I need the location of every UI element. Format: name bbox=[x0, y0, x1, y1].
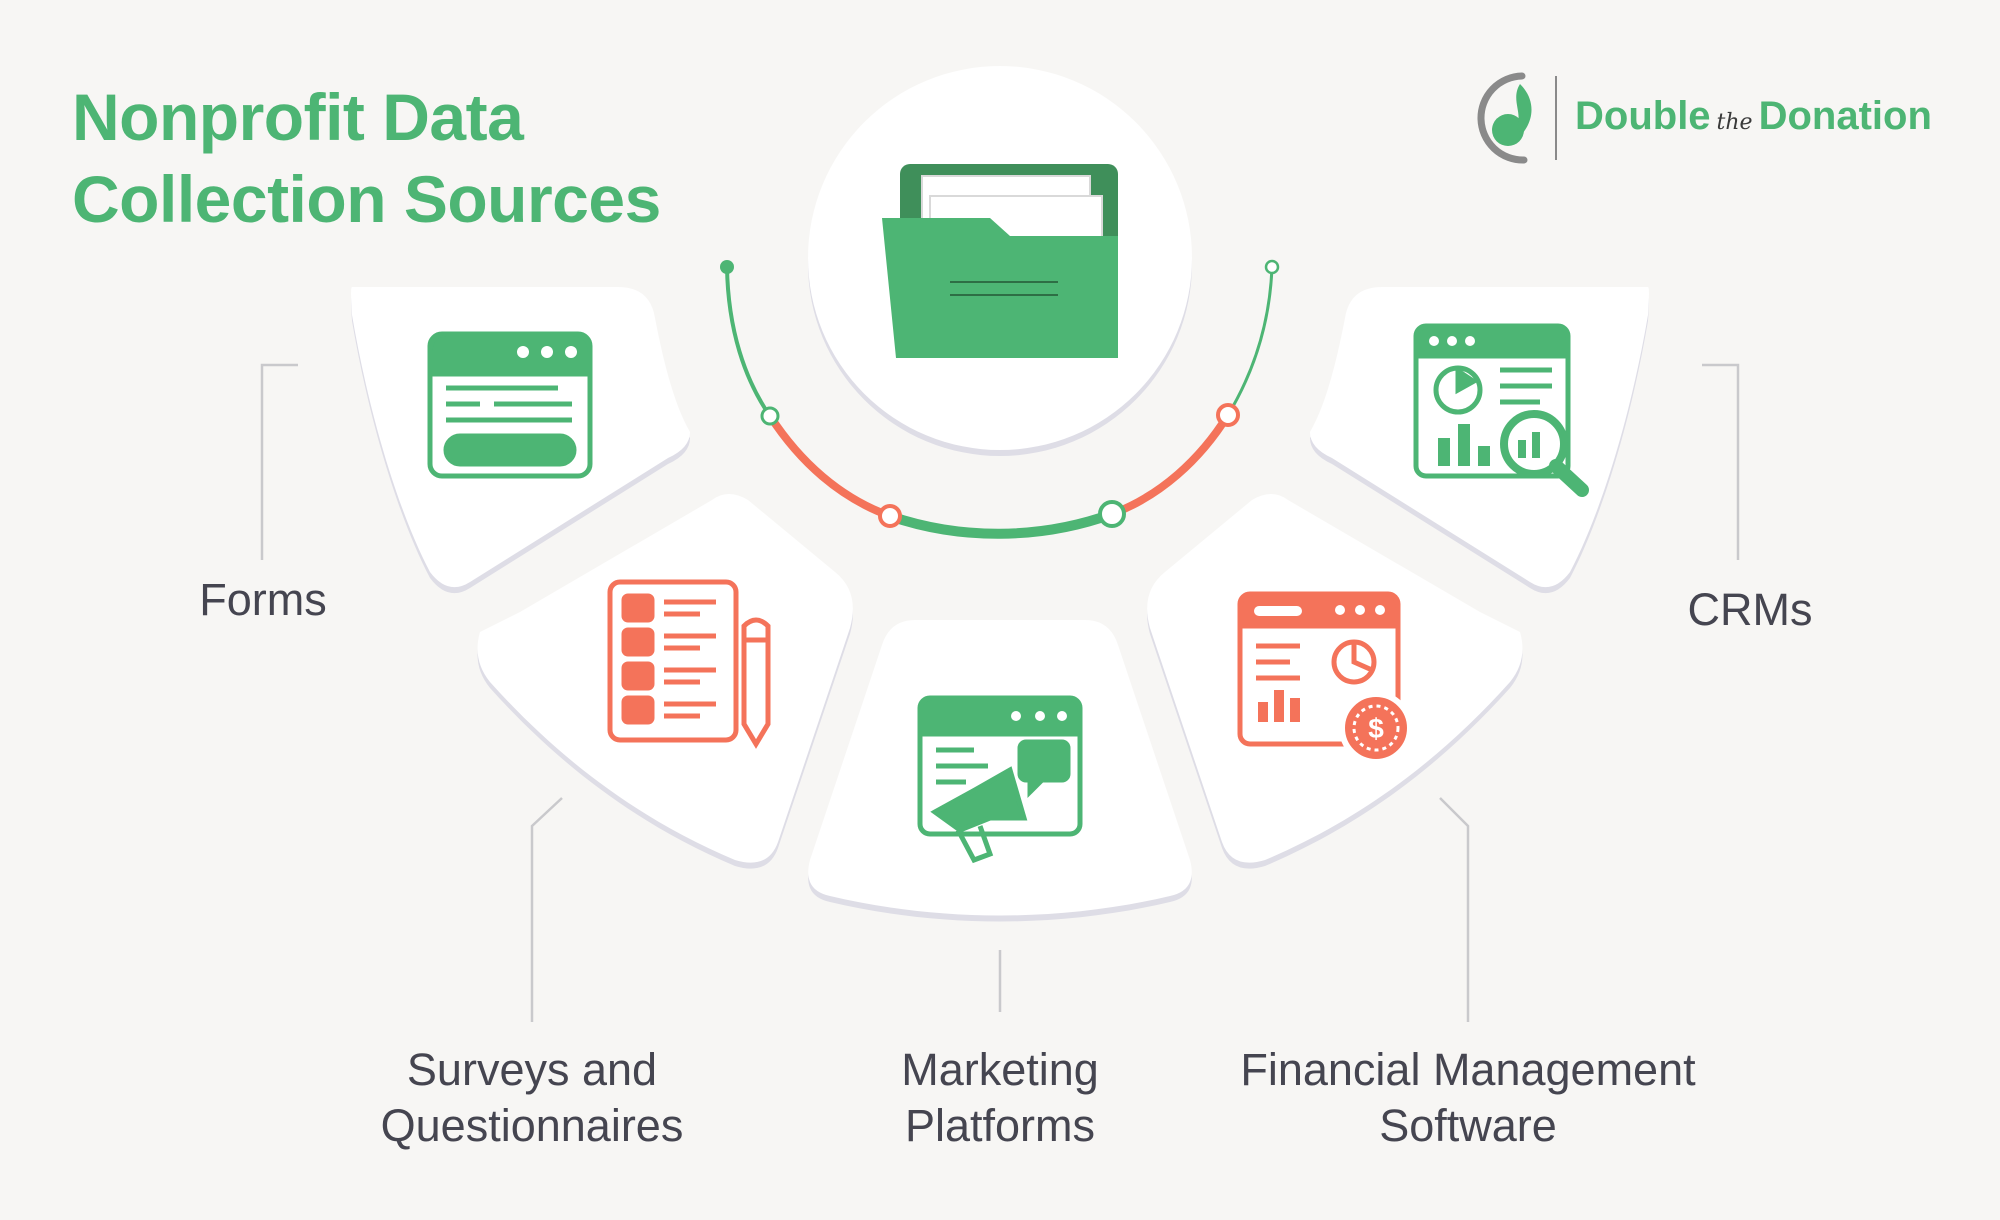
brand-word-double: Double bbox=[1575, 94, 1711, 138]
label-crms-line-1: CRMs bbox=[1687, 584, 1813, 635]
label-forms: Forms bbox=[178, 572, 348, 628]
card-surveys bbox=[477, 494, 853, 863]
label-crms: CRMs bbox=[1660, 582, 1840, 638]
connector-surveys bbox=[530, 797, 563, 1022]
label-financial-line-1: Financial Management bbox=[1240, 1044, 1696, 1095]
arc-segment-bottom bbox=[885, 509, 1117, 539]
arc-segment-right-mid bbox=[1108, 411, 1232, 518]
arc-node-6 bbox=[1264, 259, 1280, 275]
connector-lines bbox=[260, 363, 1740, 1022]
analytics-search-icon bbox=[1413, 323, 1589, 497]
connector-forms bbox=[260, 363, 298, 560]
arc-node-1 bbox=[720, 260, 734, 274]
label-forms-line-1: Forms bbox=[199, 574, 327, 625]
title-line-1: Nonprofit Data bbox=[72, 80, 524, 154]
label-surveys-line-2: Questionnaires bbox=[380, 1100, 684, 1151]
center-hub bbox=[808, 66, 1192, 450]
label-marketing-line-1: Marketing bbox=[901, 1044, 1099, 1095]
hub-arc bbox=[720, 259, 1280, 539]
arc-segment-right-top bbox=[1226, 265, 1274, 417]
arc-segment-left-mid bbox=[766, 412, 894, 520]
arc-node-2 bbox=[760, 406, 780, 426]
brand-mark-icon bbox=[1477, 72, 1557, 164]
connector-financial bbox=[1439, 797, 1470, 1022]
arc-segment-left-top bbox=[725, 265, 772, 418]
arc-node-4 bbox=[1098, 500, 1126, 528]
web-form-icon bbox=[427, 331, 593, 479]
checklist-pencil-icon bbox=[607, 579, 771, 749]
label-marketing-line-2: Platforms bbox=[904, 1100, 1096, 1151]
label-financial-line-2: Software bbox=[1379, 1100, 1557, 1151]
label-surveys: Surveys and Questionnaires bbox=[342, 1042, 722, 1154]
page-title: Nonprofit Data Collection Sources bbox=[72, 76, 661, 240]
arc-node-3 bbox=[878, 504, 902, 528]
svg-text:$: $ bbox=[1368, 713, 1384, 744]
connector-crms bbox=[1702, 363, 1740, 560]
label-financial: Financial Management Software bbox=[1208, 1042, 1728, 1154]
label-marketing: Marketing Platforms bbox=[840, 1042, 1160, 1154]
title-line-2: Collection Sources bbox=[72, 162, 661, 236]
brand-word-the: the bbox=[1716, 110, 1753, 135]
brand-word-donation: Donation bbox=[1758, 94, 1932, 138]
folder-icon bbox=[882, 164, 1118, 358]
megaphone-window-icon bbox=[917, 695, 1083, 864]
card-financial bbox=[1147, 494, 1523, 863]
card-crms bbox=[1310, 287, 1649, 588]
finance-dashboard-icon: $ bbox=[1237, 591, 1413, 765]
arc-node-5 bbox=[1216, 403, 1240, 427]
card-marketing bbox=[808, 620, 1192, 916]
label-surveys-line-1: Surveys and bbox=[406, 1044, 658, 1095]
